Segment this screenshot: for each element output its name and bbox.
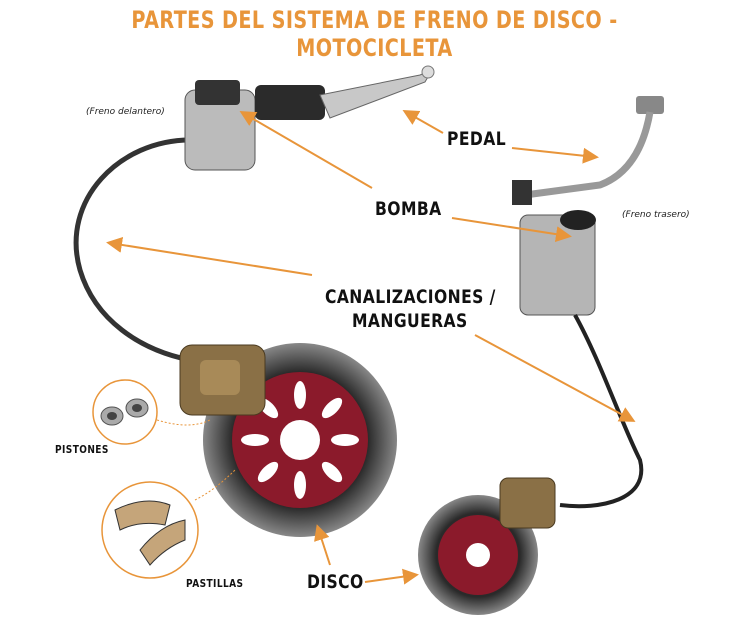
pads-inset (101, 469, 236, 579)
pistones-label: PISTONES (55, 443, 109, 456)
disco-label: DISCO (307, 571, 364, 593)
rear-master-cylinder (519, 210, 596, 316)
front-brake-label: (Freno delantero) (86, 107, 165, 117)
front-caliper (179, 344, 266, 416)
rear-hose (559, 314, 644, 509)
pistons-inset (92, 379, 211, 445)
rear-brake-label: (Freno trasero) (622, 210, 690, 220)
pastillas-label: PASTILLAS (186, 577, 244, 590)
rear-disc (418, 477, 556, 615)
bomba-label: BOMBA (375, 198, 442, 220)
rear-pedal (512, 96, 664, 205)
pointer-arrows (106, 110, 636, 585)
diagram-title: PARTES DEL SISTEMA DE FRENO DE DISCO - M… (131, 6, 618, 62)
front-master-cylinder (184, 65, 435, 171)
mangueras-label: MANGUERAS (352, 310, 468, 332)
pedal-label: PEDAL (447, 128, 507, 150)
front-hose (73, 137, 191, 363)
canalizaciones-label: CANALIZACIONES / (325, 286, 496, 308)
